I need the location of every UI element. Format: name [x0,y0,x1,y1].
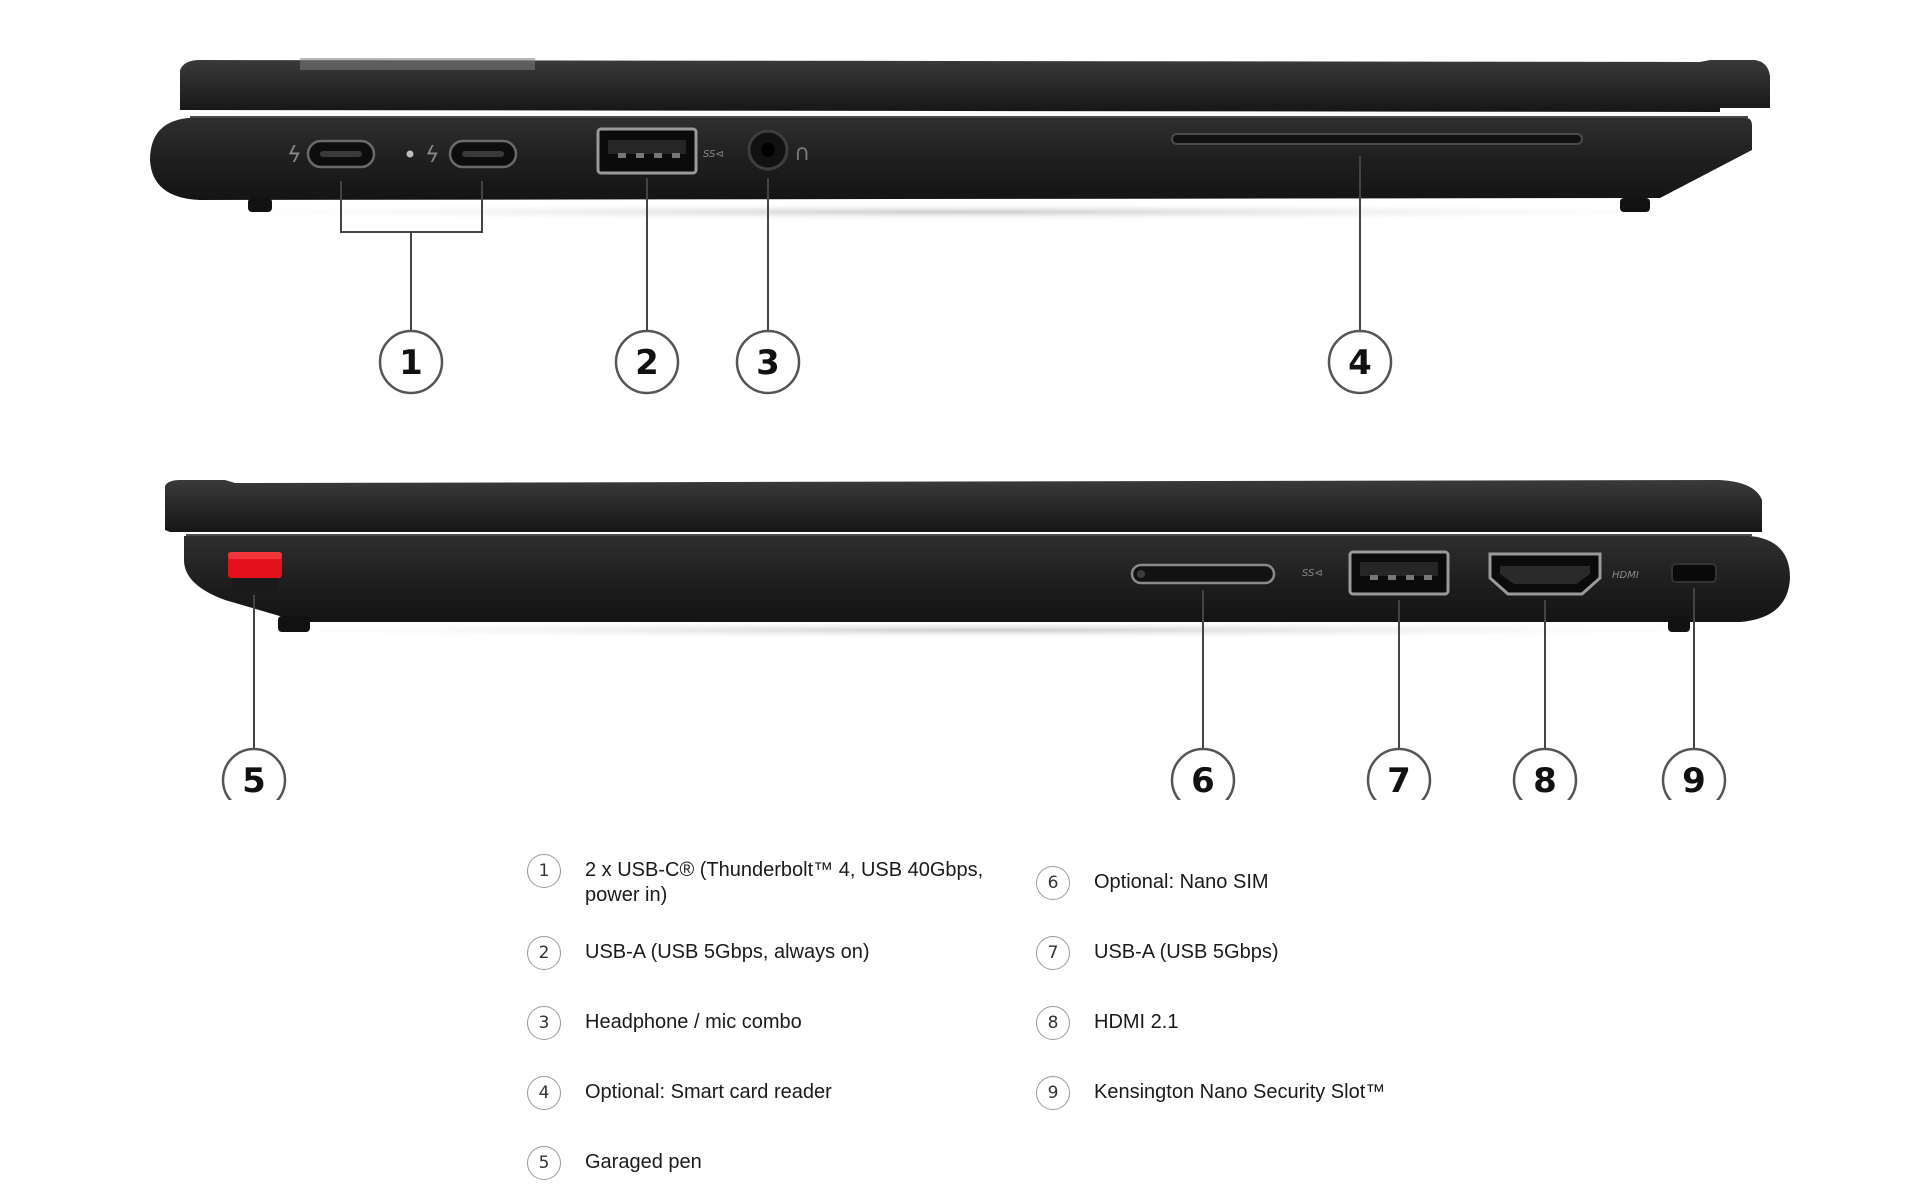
callout-4: 4 [1327,329,1393,395]
legend-label: Optional: Nano SIM [1094,871,1269,893]
ports-legend: 1 2 x USB-C® (Thunderbolt™ 4, USB 40Gbps… [0,840,1920,1180]
legend-label: Garaged pen [585,1151,702,1173]
legend-item-7: 7 USB-A (USB 5Gbps) [1036,936,1494,970]
svg-text:3: 3 [756,343,780,383]
laptop-lid [165,480,1762,532]
legend-label: Headphone / mic combo [585,1011,802,1033]
callout-lines-top [340,156,1361,332]
legend-label: HDMI 2.1 [1094,1011,1179,1033]
laptop-right-side-view: SS⊲ HDMI 5 [160,480,1820,800]
nano-sim-slot [1130,563,1276,585]
svg-text:8: 8 [1533,761,1557,800]
callout-8: 8 [1512,747,1578,800]
headphone-icon: ∩ [794,141,810,166]
foot [1668,616,1690,632]
legend-item-8: 8 HDMI 2.1 [1036,1006,1494,1040]
callout-1: 1 [378,329,444,395]
usb-c-port-right: ϟ [425,139,518,169]
usb-c-port-left: ϟ [287,139,376,169]
status-led [406,150,414,158]
legend-number: 9 [1036,1076,1070,1110]
legend-label: USB-A (USB 5Gbps) [1094,941,1279,963]
callout-6: 6 [1170,747,1236,800]
foot [278,616,310,632]
svg-text:9: 9 [1682,761,1706,800]
legend-number: 7 [1036,936,1070,970]
legend-number: 1 [527,854,561,888]
callout-lines-bottom [253,588,1695,750]
callout-5: 5 [221,747,287,800]
legend-number: 5 [527,1146,561,1180]
legend-item-3: 3 Headphone / mic combo [527,1006,985,1040]
kensington-slot [1671,563,1717,583]
legend-item-6: 6 Optional: Nano SIM [1036,866,1494,900]
svg-text:1: 1 [399,343,423,383]
legend-label: 2 x USB-C® (Thunderbolt™ 4, USB 40Gbps, … [585,859,984,906]
laptop-shadow [160,621,1820,639]
hdmi-port: HDMI [1488,552,1639,596]
thunderbolt-icon: ϟ [287,143,302,168]
foot [1620,198,1650,212]
laptop-side-views-diagram: ϟ ϟ SS⊲ ∩ [110,58,1820,800]
legend-label: Optional: Smart card reader [585,1081,832,1103]
legend-number: 2 [527,936,561,970]
usb-ss-mark: SS⊲ [1302,568,1323,579]
laptop-base [150,118,1752,200]
smart-card-slot [1171,133,1583,145]
audio-jack: ∩ [747,129,810,171]
svg-text:5: 5 [242,761,266,800]
legend-item-9: 9 Kensington Nano Security Slot™ [1036,1076,1494,1110]
lid-logo-plate [300,58,535,70]
callout-9: 9 [1661,747,1727,800]
laptop-shadow [110,203,1810,221]
legend-item-2: 2 USB-A (USB 5Gbps, always on) [527,936,985,970]
legend-label: Kensington Nano Security Slot™ [1094,1081,1386,1103]
hdmi-mark: HDMI [1612,570,1639,581]
garaged-pen [228,552,282,592]
svg-text:7: 7 [1387,761,1411,800]
legend-item-5: 5 Garaged pen [527,1146,985,1180]
laptop-lid [180,60,1770,112]
usb-a-port: SS⊲ [1302,550,1450,596]
thunderbolt-icon: ϟ [425,143,440,168]
legend-item-1: 1 2 x USB-C® (Thunderbolt™ 4, USB 40Gbps… [527,854,985,908]
callout-7: 7 [1366,747,1432,800]
legend-number: 6 [1036,866,1070,900]
svg-text:4: 4 [1348,343,1372,383]
laptop-left-side-view: ϟ ϟ SS⊲ ∩ [110,58,1810,395]
usb-ss-mark: SS⊲ [703,149,724,160]
legend-number: 8 [1036,1006,1070,1040]
legend-label: USB-A (USB 5Gbps, always on) [585,941,870,963]
usb-a-port: SS⊲ [596,127,724,175]
legend-item-4: 4 Optional: Smart card reader [527,1076,985,1110]
svg-text:6: 6 [1191,761,1215,800]
callout-2: 2 [614,329,680,395]
svg-text:2: 2 [635,343,659,383]
legend-number: 3 [527,1006,561,1040]
foot [248,198,272,212]
callout-3: 3 [735,329,801,395]
legend-number: 4 [527,1076,561,1110]
